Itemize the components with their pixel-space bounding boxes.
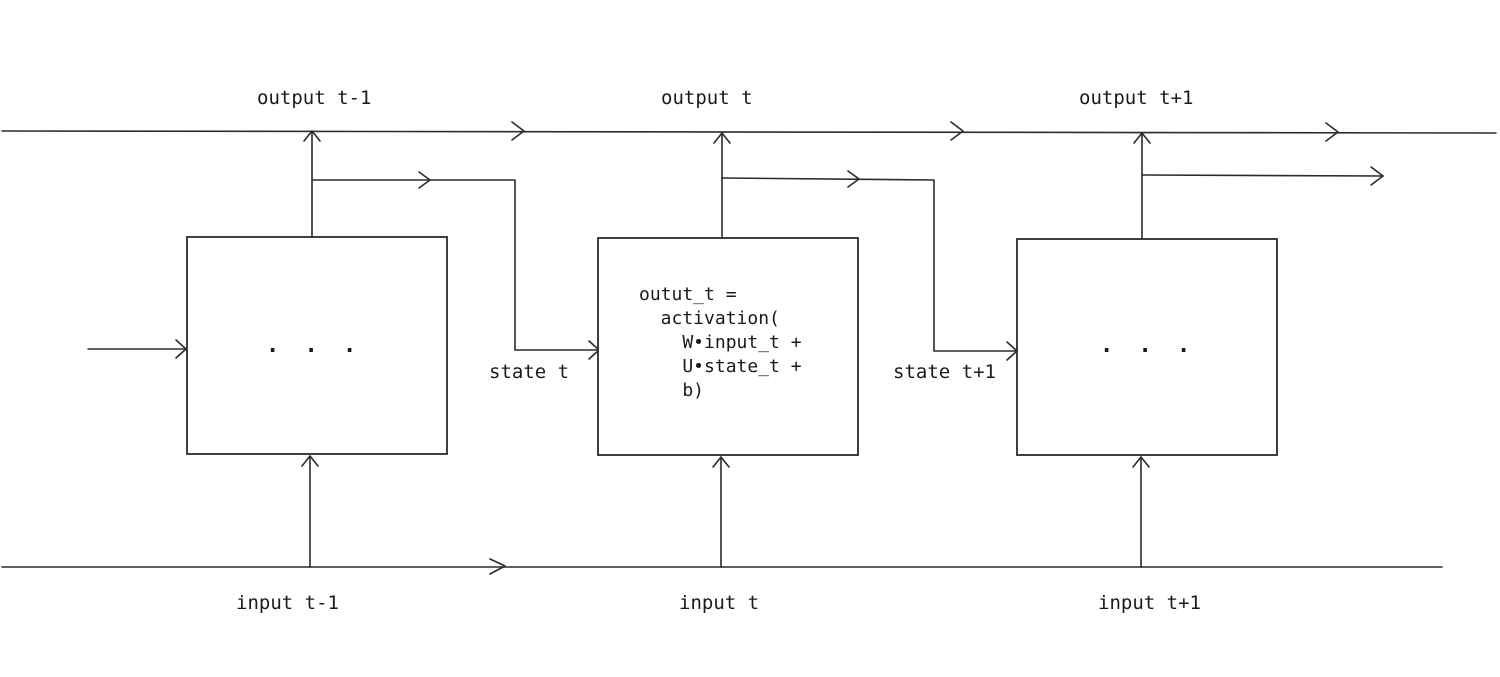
output-label-t-plus-1: output t+1 bbox=[1079, 87, 1193, 109]
cell-ellipsis-prev: . . . bbox=[266, 333, 362, 358]
input-label-t-plus-1: input t+1 bbox=[1098, 592, 1201, 614]
formula-line-2: activation( bbox=[639, 308, 780, 329]
output-label-t-minus-1: output t-1 bbox=[257, 87, 371, 109]
cell-t-minus-1: . . . bbox=[87, 130, 600, 568]
formula-line-4: U•state_t + bbox=[639, 356, 802, 377]
cell-box-t bbox=[597, 237, 859, 456]
cell-box-t-minus-1 bbox=[186, 236, 448, 455]
state-t-path bbox=[311, 179, 600, 351]
input-label-t-minus-1: input t-1 bbox=[236, 592, 339, 614]
formula-line-3: W•input_t + bbox=[639, 332, 802, 353]
output-line bbox=[1, 121, 1497, 142]
formula-line-1: outut_t = bbox=[639, 284, 737, 305]
cell-formula: outut_t = activation( W•input_t + U•stat… bbox=[639, 284, 812, 401]
cell-t-plus-1: . . . bbox=[1016, 132, 1384, 568]
state-label-t-plus-1: state t+1 bbox=[893, 361, 996, 383]
cell-t: outut_t = activation( W•input_t + U•stat… bbox=[597, 132, 1018, 568]
input-line bbox=[1, 558, 1443, 575]
state-t-plus-1-path bbox=[721, 177, 1018, 352]
cell-box-t-plus-1 bbox=[1016, 238, 1278, 456]
output-label-t: output t bbox=[661, 87, 753, 109]
state-label-t: state t bbox=[489, 361, 569, 383]
outgoing-state-arrow bbox=[1141, 174, 1384, 177]
input-label-t: input t bbox=[679, 592, 759, 614]
cell-ellipsis-next: . . . bbox=[1100, 333, 1196, 358]
formula-line-5: b) bbox=[639, 380, 704, 401]
